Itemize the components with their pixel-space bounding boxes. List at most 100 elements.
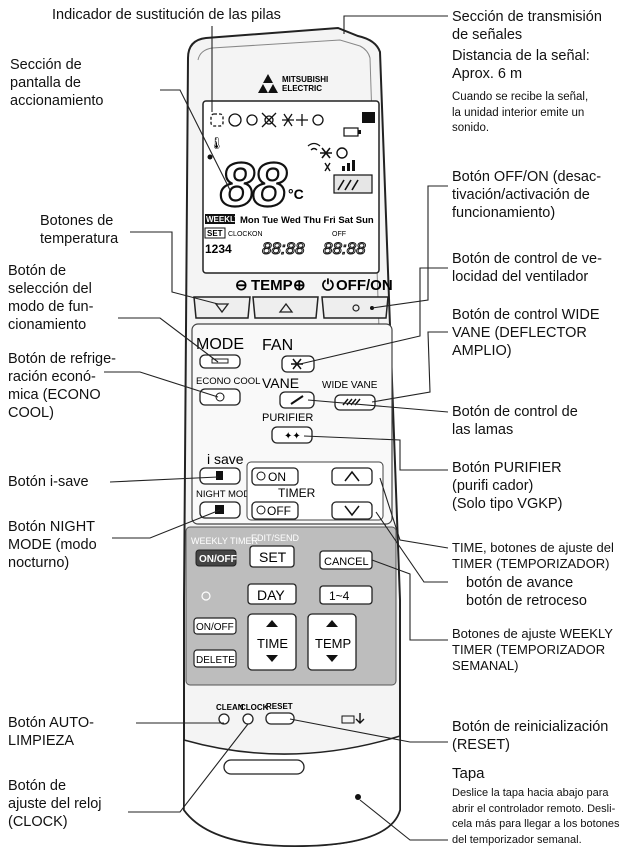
off-on-button[interactable]: [321, 296, 389, 319]
econo-icon: [362, 112, 375, 123]
weekly-on-off-button-2[interactable]: [193, 617, 237, 635]
down-arrow-icon: [214, 303, 230, 314]
lcd-off-small: OFF: [332, 231, 346, 238]
cover-slot: [223, 759, 305, 775]
clean-button[interactable]: [218, 713, 230, 725]
time-back-button[interactable]: [331, 501, 373, 520]
lcd-days: Mon Tue Wed Thu Fri Sat Sun: [240, 215, 374, 226]
delete-label: DELETE: [196, 655, 235, 666]
clock-button[interactable]: [242, 713, 254, 725]
lcd-program-numbers: 1234: [205, 242, 232, 256]
program-range-button[interactable]: [319, 585, 373, 605]
leader-wide-vane: [371, 331, 448, 403]
lcd-clock: CLOCK: [228, 231, 252, 238]
purifier-sparkle-icon: ✦✦: [284, 431, 301, 442]
signal-icon: [307, 142, 321, 151]
label-cover-title: Tapa: [452, 765, 485, 782]
weekly-timer-label: WEEKLY TIMER: [191, 536, 259, 546]
fan-bar-2: [347, 163, 350, 171]
off-on-label: OFF/ON: [336, 277, 393, 294]
lcd-time-off: 88:88: [323, 239, 366, 258]
clean-label: CLEAN: [216, 703, 244, 712]
label-timer-sub: botón de avance botón de retroceso: [466, 575, 587, 609]
weekly-temp-label: TEMP: [315, 636, 351, 651]
isave-icon: [216, 471, 223, 480]
leader-fan: [299, 267, 448, 365]
vane-icon: [336, 147, 348, 159]
leader-purifier: [303, 435, 448, 471]
label-reset-button: Botón de reinicialización (RESET): [452, 719, 609, 753]
moon-icon: [215, 505, 224, 514]
temp-up-button[interactable]: [252, 296, 319, 319]
wide-vane-indicator: [333, 174, 373, 194]
reset-button[interactable]: [265, 712, 295, 725]
weekly-on-off-label: ON/OFF: [199, 554, 237, 565]
purifier-button[interactable]: [271, 426, 313, 444]
lcd-set: SET: [207, 229, 223, 238]
label-weekly-timer-buttons: Botones de ajuste WEEKLY TIMER (TEMPORIZ…: [452, 626, 613, 673]
label-cover-note: Deslice la tapa hacia abajo para abrir e…: [452, 787, 620, 846]
leader-off-on: [371, 185, 448, 309]
thermometer-icon: 🌡: [209, 136, 224, 150]
leader-lines: [104, 15, 449, 841]
lcd-weekly-badge: [205, 214, 235, 224]
timer-on-button[interactable]: [251, 467, 299, 486]
leader-isave: [109, 476, 219, 483]
swing-icon: [324, 162, 331, 172]
leader-night: [112, 509, 221, 539]
cool-mode-icon: [228, 113, 242, 127]
timer-off-button[interactable]: [251, 501, 299, 520]
label-fan-button: Botón de control de ve- locidad del vent…: [452, 251, 602, 285]
weekly-on-off-2-label: ON/OFF: [196, 622, 234, 633]
timer-off-label: OFF: [267, 504, 291, 518]
wide-vane-icon: [342, 398, 361, 406]
lcd-mode-icons: [210, 112, 324, 128]
econo-cool-button[interactable]: [199, 388, 241, 406]
label-mode-button: Botón de selección del modo de fun- cion…: [8, 263, 94, 333]
label-battery-indicator: Indicador de sustitución de las pilas: [52, 7, 281, 23]
timer-on-label: ON: [268, 470, 286, 484]
purifier-label: PURIFIER: [262, 412, 313, 424]
vane-icon: [290, 395, 304, 405]
temp-down-button[interactable]: [193, 296, 251, 319]
up-arrow-icon: [278, 302, 294, 313]
leader-reset: [289, 718, 448, 743]
label-night-mode-button: Botón NIGHT MODE (modo nocturno): [8, 519, 97, 571]
weekly-time-button[interactable]: [247, 613, 297, 671]
leader-temp: [130, 231, 219, 305]
lcd-on-small: ON: [252, 231, 263, 238]
set-button[interactable]: [249, 545, 295, 568]
label-econo-cool-button: Botón de refrige- ración econó- mica (EC…: [8, 351, 117, 421]
leader-display: [160, 89, 231, 191]
label-purifier-button: Botón PURIFIER (purifi cador) (Solo tipo…: [452, 460, 563, 512]
label-vane-button: Botón de control de las lamas: [452, 404, 578, 438]
heat-mode-icon: [264, 115, 274, 125]
time-down-arrow-icon: [266, 655, 278, 662]
timer-off-clock-icon: [256, 505, 266, 515]
weekly-on-off-button[interactable]: [195, 549, 237, 567]
gear-mode-icon: [312, 114, 324, 126]
weekly-temp-button[interactable]: [307, 613, 357, 671]
day-button[interactable]: [247, 583, 297, 605]
wide-vane-lines-icon: [337, 179, 359, 191]
weekly-time-label: TIME: [257, 636, 288, 651]
fan-label: FAN: [262, 337, 293, 354]
label-transmission-title: Sección de transmisión de señales: [452, 9, 602, 43]
auto-mode-icon: [210, 113, 224, 127]
leader-cover: [359, 799, 448, 841]
time-forward-button[interactable]: [331, 467, 373, 486]
plus-icon: ⊕: [293, 277, 306, 294]
arrow-down-icon: [355, 713, 365, 724]
brand-line1: MITSUBISHI: [282, 75, 328, 84]
fan-bar-1: [342, 166, 345, 171]
delete-button[interactable]: [193, 649, 237, 668]
clock-label: CLOCK: [240, 703, 269, 712]
lcd-weekly: WEEKLY: [206, 215, 240, 224]
brand-line2: ELECTRIC: [282, 84, 322, 93]
time-up-arrow-icon: [266, 620, 278, 627]
program-range-label: 1~4: [329, 589, 350, 603]
wide-vane-label: WIDE VANE: [322, 380, 378, 391]
battery-tip-icon: [358, 130, 361, 134]
day-label: DAY: [257, 587, 285, 603]
